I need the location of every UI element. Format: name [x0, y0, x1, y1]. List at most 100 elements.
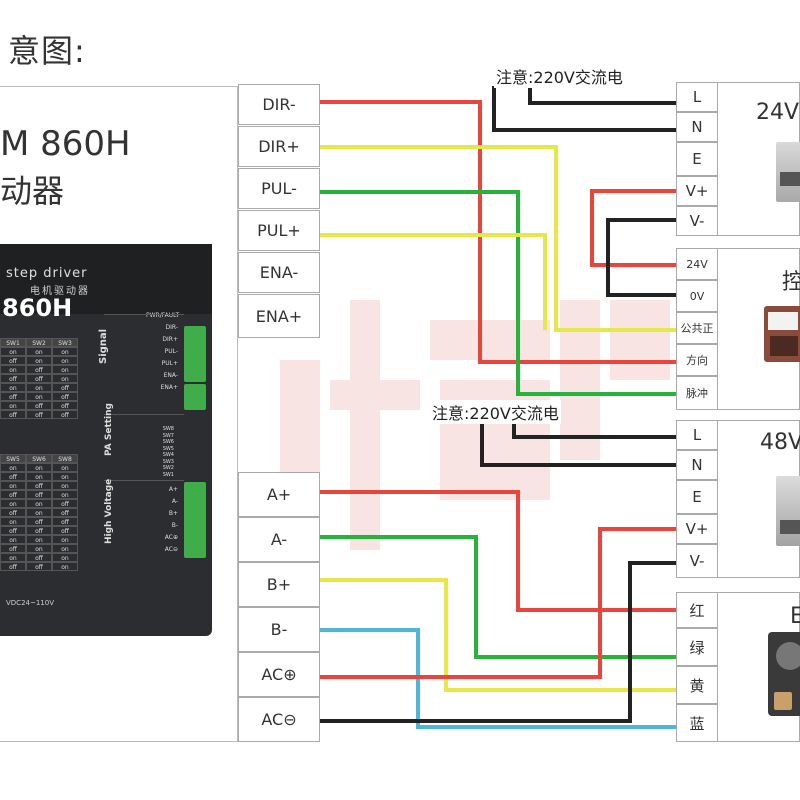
dip-table-cell: on [0, 365, 26, 374]
psu24-terminal-n: N [676, 112, 718, 142]
sw-pin-label: SW7 [162, 432, 174, 439]
dip-table-cell: on [52, 365, 78, 374]
dip-table-cell: on [52, 481, 78, 490]
signal-pin-label: ENA+ [160, 384, 178, 391]
dip-table-cell: on [52, 374, 78, 383]
dip-table-cell: off [26, 374, 52, 383]
dip-table-header-cell: SW8 [52, 454, 78, 463]
controller-terminal-direction: 方向 [676, 344, 718, 376]
hv-pin-label: B- [171, 522, 178, 529]
signal-pin-labels: DIR-DIR+PUL-PUL+ENA-ENA+ [128, 322, 178, 394]
dip-table-cell: off [0, 508, 26, 517]
sw-pin-label: SW8 [162, 426, 174, 432]
terminal-ena-minus: ENA- [238, 252, 320, 293]
wire-a-minus [320, 535, 676, 659]
dip-table-cell: off [26, 562, 52, 571]
motor-terminal-green: 绿 [676, 628, 718, 666]
note-24v-ac: 注意:220V交流电 [494, 64, 625, 88]
dip-table-cell: off [0, 392, 26, 401]
dip-table-cell: on [52, 347, 78, 356]
dip-table-cell: off [26, 553, 52, 562]
dip-table-cell: on [26, 499, 52, 508]
dip-table-cell: off [52, 499, 78, 508]
dip-table-header-cell: SW2 [26, 338, 52, 347]
dip-table-cell: off [26, 517, 52, 526]
panel-pwr-fault: PWR/FAULT [146, 312, 180, 319]
terminal-dir-plus: DIR+ [238, 126, 320, 167]
hv-pin-label: B+ [168, 510, 178, 517]
dip-table-cell: off [0, 356, 26, 365]
wire-pul-minus [320, 190, 676, 396]
psu-24v-label: 24V [756, 100, 800, 125]
terminal-a-minus: A- [238, 517, 320, 562]
dip-table-cell: on [52, 562, 78, 571]
hv-pin-labels: A+A-B+B-AC⊕AC⊖ [138, 484, 178, 556]
wire-ac-plus [320, 527, 676, 679]
sw-pin-label: SW3 [162, 458, 174, 465]
motor-label: E [790, 604, 800, 629]
signal-pin-label: DIR- [165, 324, 178, 331]
sw-pin-label: SW5 [162, 445, 174, 452]
dip-table-cell: on [0, 517, 26, 526]
dip-table-cell: off [26, 365, 52, 374]
note-48v-ac: 注意:220V交流电 [430, 400, 561, 424]
controller-terminal-0v: 0V [676, 280, 718, 312]
signal-connector [184, 326, 206, 382]
signal-pin-label: DIR+ [162, 336, 178, 343]
dip-table-cell: on [26, 356, 52, 365]
dip-table-cell: off [0, 562, 26, 571]
hv-pin-label: A+ [168, 486, 178, 493]
dip-table-cell: on [0, 347, 26, 356]
dip-table-cell: off [0, 544, 26, 553]
dip-table-cell: off [0, 410, 26, 419]
dip-table-cell: off [52, 383, 78, 392]
controller-terminal-common: 公共正 [676, 312, 718, 344]
psu48-terminal-vminus: V- [676, 544, 718, 578]
dip-table-cell: on [52, 544, 78, 553]
wire-pul-plus [320, 233, 547, 330]
dip-table-cell: off [52, 401, 78, 410]
motor-image [768, 632, 800, 716]
wire-psu24-vminus [606, 218, 676, 297]
psu-48v-image [776, 476, 800, 546]
dip-table-cell: on [26, 347, 52, 356]
dip-table-cell: on [52, 535, 78, 544]
sw-pin-label: SW2 [162, 465, 174, 471]
hv-pin-label: A- [171, 498, 178, 505]
terminal-b-minus: B- [238, 607, 320, 652]
motor-terminal-blue: 蓝 [676, 704, 718, 742]
wire-b-plus [320, 578, 676, 692]
dip-table-cell: off [26, 490, 52, 499]
dip-table-cell: on [26, 508, 52, 517]
psu24-terminal-vplus: V+ [676, 176, 718, 206]
dip-table-cell: off [26, 526, 52, 535]
panel-brand: step driver [6, 266, 88, 281]
terminal-b-plus: B+ [238, 562, 320, 607]
psu48-terminal-l: L [676, 420, 718, 450]
driver-model-label: M 860H [0, 124, 131, 164]
dip-table-cell: on [0, 401, 26, 410]
sw-pin-label: SW1 [162, 471, 174, 478]
dip-table-cell: on [0, 383, 26, 392]
wire-ac-n-48v [480, 420, 676, 467]
ena-connector [184, 384, 206, 410]
wire-ac-n-24v [492, 86, 676, 132]
terminal-a-plus: A+ [238, 472, 320, 517]
controller-terminal-pulse: 脉冲 [676, 376, 718, 410]
hv-connector [184, 482, 206, 558]
terminal-ac-minus: AC⊖ [238, 697, 320, 742]
dip-table-cell: on [0, 463, 26, 472]
